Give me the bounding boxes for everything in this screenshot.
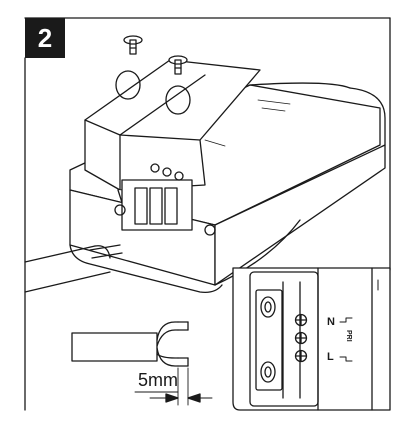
neutral-terminal-label: N [327,316,335,328]
terminal-block [114,163,216,236]
live-terminal-label: L [327,351,334,363]
housing-markings [204,99,291,147]
stripped-wire-detail [71,321,213,406]
step-number-badge: 2 [25,18,65,58]
cover-hole-right [165,85,191,115]
strip-length-label: 5mm [138,370,178,390]
terminal-screws [294,313,308,363]
cover-hole-left [115,70,141,100]
screw-left [123,35,143,55]
terminal-closeup [232,267,391,411]
screw-right [168,55,188,75]
primary-label: PRI [345,330,352,342]
power-cable [24,244,123,293]
